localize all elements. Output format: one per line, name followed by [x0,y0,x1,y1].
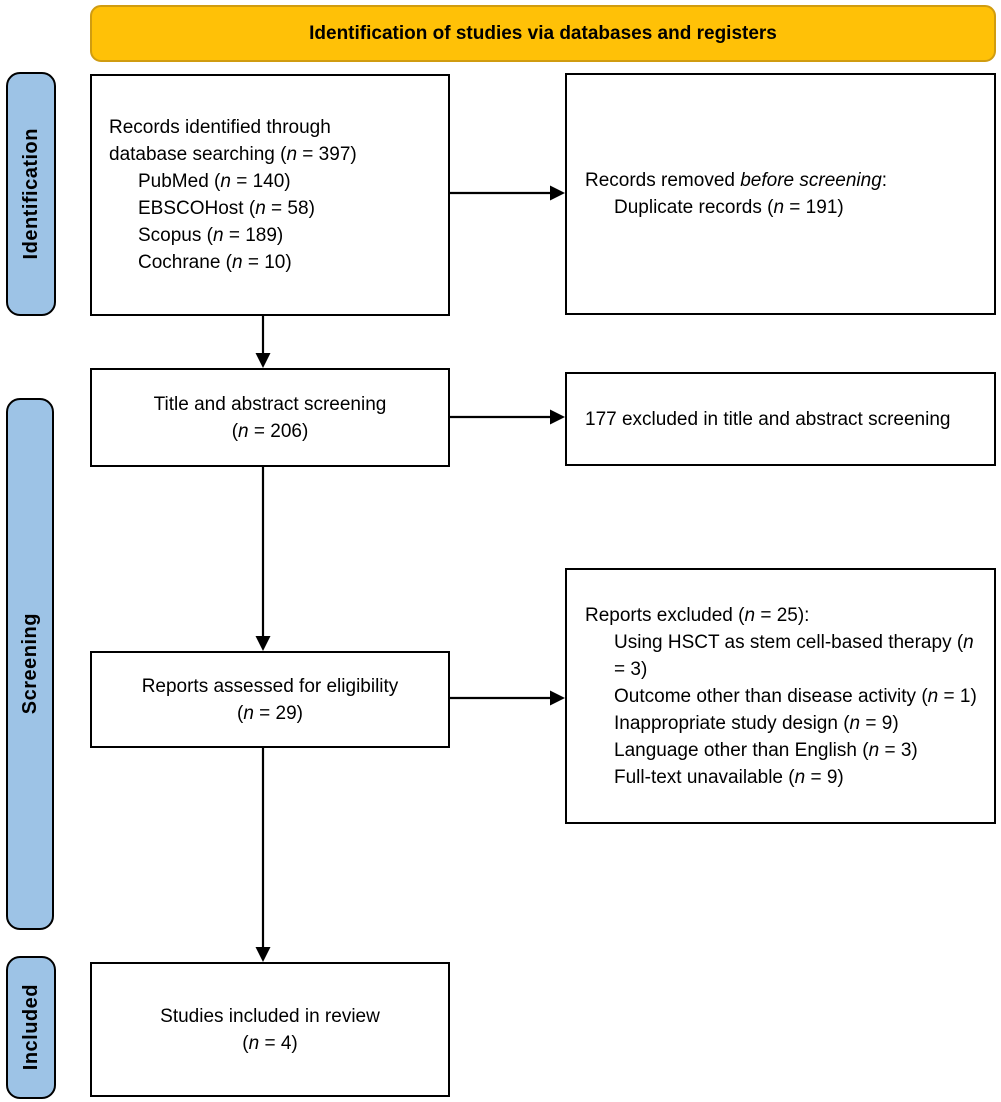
stage-screening-text: Screening [18,613,41,715]
studies-included-line-2: (n = 4) [242,1032,298,1054]
box-excluded-in-screening: 177 excluded in title and abstract scree… [565,372,996,466]
reports-assessed-line-1: Reports assessed for eligibility [141,675,399,697]
box-studies-included: Studies included in review (n = 4) [90,962,450,1097]
box-records-removed: Records removed before screening: Duplic… [565,73,996,315]
records-removed-item-duplicates: Duplicate records (n = 191) [614,197,844,218]
reports-excluded-item-language: Language other than English (n = 3) [614,739,918,761]
stage-identification-text: Identification [19,128,42,260]
stage-included-text: Included [19,984,42,1071]
studies-included-line-1: Studies included in review [160,1005,380,1027]
reports-assessed-line-2: (n = 29) [236,702,304,724]
reports-excluded-item-outcome: Outcome other than disease activity (n =… [614,685,977,707]
title-abstract-line-2: (n = 206) [231,420,309,442]
records-removed-line: Records removed before screening: [585,170,888,191]
records-identified-item-scopus: Scopus (n = 189) [138,225,284,246]
box-title-abstract-screening: Title and abstract screening (n = 206) [90,368,450,467]
box-records-identified: Records identified through database sear… [90,74,450,316]
banner: Identification of studies via databases … [90,5,996,62]
records-identified-line-1: Records identified through [109,117,331,138]
records-identified-item-pubmed: PubMed (n = 140) [138,171,291,192]
reports-excluded-item-hsct: Using HSCT as stem cell-based therapy (n… [614,631,974,680]
stage-label-included: Included [6,956,56,1099]
stage-label-screening: Screening [6,398,54,930]
arrowhead-down-1 [255,353,271,368]
records-identified-item-cochrane: Cochrane (n = 10) [138,252,292,273]
box-reports-assessed: Reports assessed for eligibility (n = 29… [90,651,450,748]
arrowhead-right-3 [550,690,565,706]
arrowhead-right-1 [550,185,565,201]
arrowhead-right-2 [550,409,565,425]
excluded-in-screening-text: 177 excluded in title and abstract scree… [585,408,951,430]
stage-label-identification: Identification [6,72,56,316]
arrowhead-down-3 [255,947,271,962]
reports-excluded-item-fulltext: Full-text unavailable (n = 9) [614,766,844,788]
records-identified-item-ebscohost: EBSCOHost (n = 58) [138,198,315,219]
records-identified-line-2: database searching (n = 397) [109,144,357,165]
reports-excluded-item-design: Inappropriate study design (n = 9) [614,712,899,734]
reports-excluded-line: Reports excluded (n = 25): [585,604,810,626]
box-reports-excluded: Reports excluded (n = 25): Using HSCT as… [565,568,996,824]
arrowhead-down-2 [255,636,271,651]
banner-title: Identification of studies via databases … [309,22,777,44]
title-abstract-line-1: Title and abstract screening [153,393,387,415]
